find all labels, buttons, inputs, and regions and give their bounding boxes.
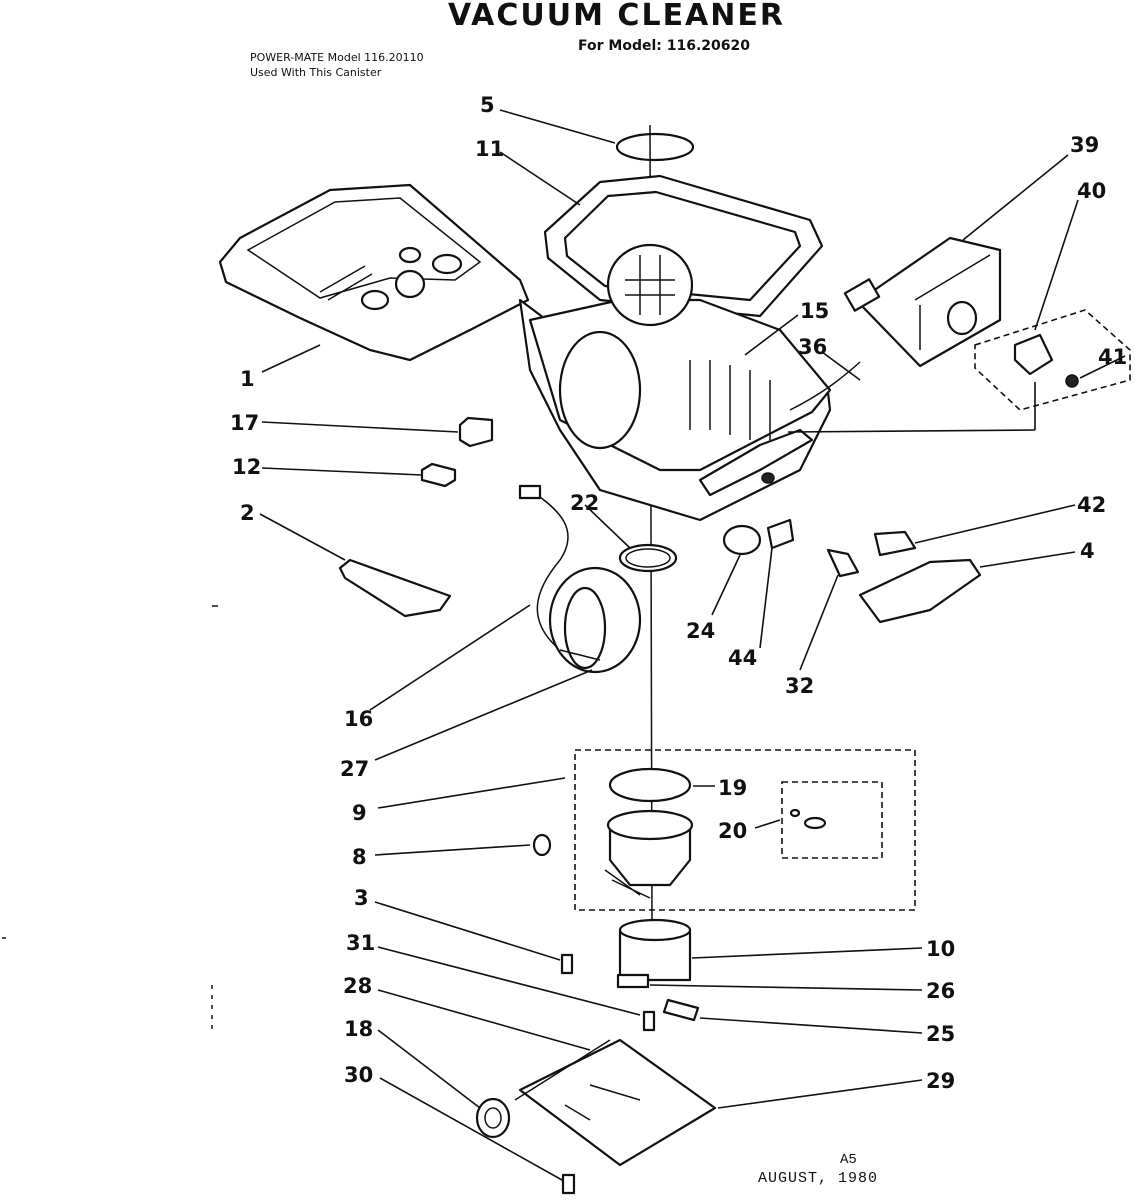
callout-5: 5: [480, 93, 495, 117]
part-36-connector: [789, 278, 881, 411]
callout-4: 4: [1080, 539, 1095, 563]
callout-41: 41: [1098, 345, 1127, 369]
part-12-clip: [420, 462, 457, 488]
callout-20: 20: [718, 819, 747, 843]
callout-26: 26: [926, 979, 955, 1003]
part-39-bag-holder: [858, 236, 1002, 368]
part-9-motor-assembly: [574, 749, 916, 911]
callout-3: 3: [354, 886, 369, 910]
diagram-title: VACUUM CLEANER: [448, 0, 785, 33]
part-1-top-cover: [218, 183, 530, 362]
diagram-date: AUGUST, 1980: [758, 1170, 879, 1187]
part-44-clip: [766, 518, 795, 550]
callout-22: 22: [570, 491, 599, 515]
callout-32: 32: [785, 674, 814, 698]
callout-17: 17: [230, 411, 259, 435]
callout-31: 31: [346, 931, 375, 955]
usage-note-line-2: Used With This Canister: [250, 66, 382, 79]
callout-10: 10: [926, 937, 955, 961]
callout-39: 39: [1070, 133, 1099, 157]
part-4-handle: [858, 558, 982, 624]
callout-44: 44: [728, 646, 757, 670]
callout-42: 42: [1077, 493, 1106, 517]
part-25-pad: [662, 998, 700, 1022]
callout-8: 8: [352, 845, 367, 869]
usage-note: POWER-MATE Model 116.20110 Used With Thi…: [250, 50, 424, 80]
part-16-cord-reel: [518, 484, 642, 674]
part-32-clip: [826, 548, 860, 578]
part-31-screw: [642, 1010, 656, 1032]
part-24-nut: [722, 524, 762, 556]
callout-12: 12: [232, 455, 261, 479]
part-18-wheel: [475, 1097, 511, 1139]
part-28-axle: [514, 1039, 611, 1101]
callout-1: 1: [240, 367, 255, 391]
part-22-gasket-ring: [618, 543, 678, 573]
part-3-screw: [560, 953, 574, 975]
diagram-code: A5: [840, 1152, 857, 1168]
callout-labels: 5 11 39 40 15 36 41 1 17 12 2 22 42 4 24…: [230, 93, 1127, 1093]
callout-15: 15: [800, 299, 829, 323]
part-40-latch: [974, 309, 1131, 411]
callout-11: 11: [475, 137, 504, 161]
model-number: For Model: 116.20620: [578, 38, 750, 54]
part-10-fan-housing: [618, 918, 692, 982]
callout-2: 2: [240, 501, 255, 525]
callout-30: 30: [344, 1063, 373, 1087]
callout-36: 36: [798, 335, 827, 359]
part-2-bracket: [338, 558, 452, 618]
part-17-switch: [458, 416, 494, 448]
callout-16: 16: [344, 707, 373, 731]
part-8-bushing: [532, 833, 552, 857]
leader-lines: [259, 109, 1126, 1181]
margin-marks: [2, 605, 218, 1035]
callout-9: 9: [352, 801, 367, 825]
usage-note-line-1: POWER-MATE Model 116.20110: [250, 51, 424, 64]
part-41-screw: [1065, 374, 1079, 388]
callout-27: 27: [340, 757, 369, 781]
callout-19: 19: [718, 776, 747, 800]
callout-29: 29: [926, 1069, 955, 1093]
part-26-spacer: [616, 973, 650, 989]
callout-18: 18: [344, 1017, 373, 1041]
callout-24: 24: [686, 619, 715, 643]
callout-40: 40: [1077, 179, 1106, 203]
part-15-main-housing: [518, 243, 832, 522]
callout-28: 28: [343, 974, 372, 998]
part-5-filter-disc: [615, 132, 695, 162]
part-42-plug: [873, 530, 917, 557]
part-29-base-plate: [518, 1038, 717, 1167]
callout-25: 25: [926, 1022, 955, 1046]
part-30-screw: [561, 1173, 576, 1195]
